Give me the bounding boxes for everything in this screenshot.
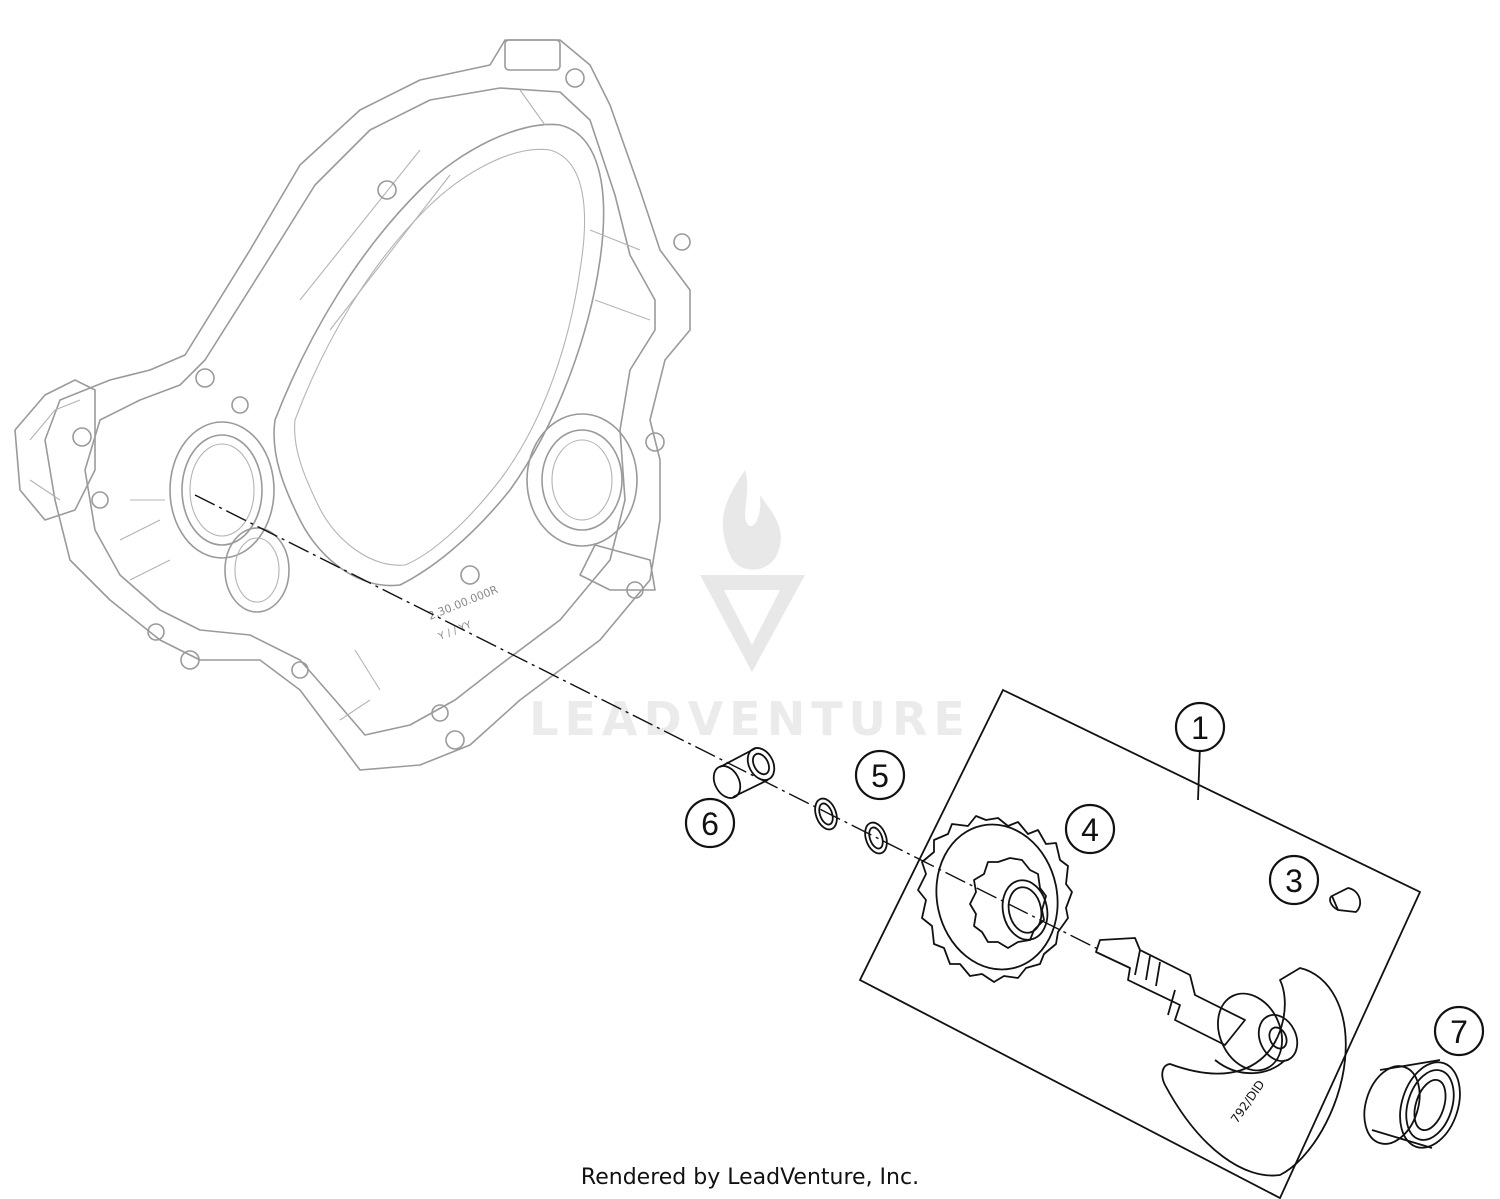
- callout-7: 7: [1433, 1005, 1485, 1057]
- render-credit: Rendered by LeadVenture, Inc.: [580, 1165, 920, 1190]
- callout-5: 5: [854, 749, 906, 801]
- svg-text:3: 3: [1285, 863, 1303, 899]
- leadventure-watermark: LEADVENTURE: [529, 470, 971, 746]
- svg-text:4: 4: [1081, 812, 1099, 848]
- kickstarter-shaft-assembly: 792/DID: [1095, 937, 1347, 1177]
- svg-text:5: 5: [871, 758, 889, 794]
- cover-date-marking: Y / / YY: [436, 619, 474, 643]
- bushing-part-7: [1363, 1059, 1461, 1149]
- callout-4: 4: [1064, 803, 1116, 855]
- svg-text:6: 6: [701, 806, 719, 842]
- callout-6: 6: [684, 797, 736, 849]
- watermark-text: LEADVENTURE: [529, 692, 971, 746]
- assembly-axis: [194, 494, 1101, 951]
- bushing-part-6: [712, 747, 776, 799]
- callout-1: 1: [1174, 701, 1226, 753]
- washer-part-5: [814, 797, 888, 855]
- clutch-cover-housing: 2.30.00.000R Y / / YY: [14, 39, 691, 771]
- kickstart-gear-part-4: [917, 815, 1073, 983]
- cover-part-marking: 2.30.00.000R: [426, 583, 500, 623]
- woodruff-key-part-3: [1329, 887, 1362, 913]
- crank-marking: 792/DID: [1228, 1078, 1268, 1126]
- kit-outline: [858, 688, 1422, 1199]
- svg-text:7: 7: [1450, 1014, 1468, 1050]
- callout-1-leader: [1197, 744, 1201, 801]
- callout-3: 3: [1268, 854, 1320, 906]
- svg-text:1: 1: [1191, 710, 1209, 746]
